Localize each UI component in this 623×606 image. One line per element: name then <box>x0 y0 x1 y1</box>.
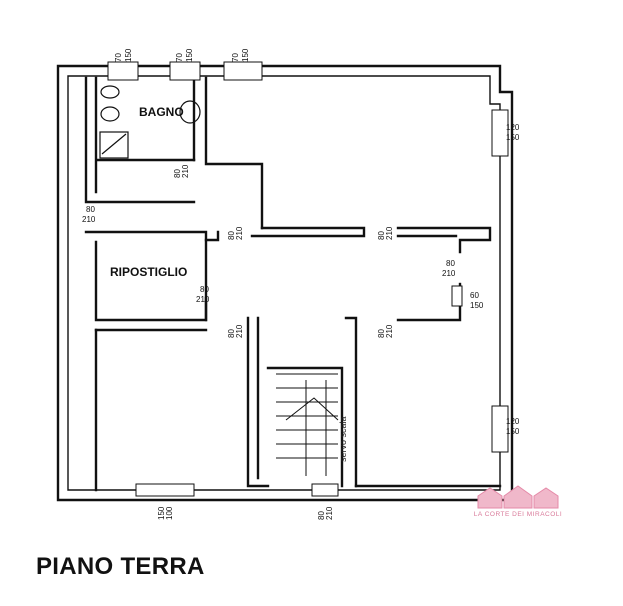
dim-right-small-window-a: 60 <box>470 291 479 300</box>
room-label-ripostiglio: RIPOSTIGLIO <box>110 265 187 279</box>
dim-bottom-door-a: 80 <box>317 511 326 520</box>
dim-right-small-window-b: 150 <box>470 301 484 310</box>
stairs <box>276 373 339 476</box>
dim-right-small-door-a: 80 <box>446 259 455 268</box>
dim-top-window-3-a: 70 <box>231 53 240 62</box>
dimension-labels: 70 150 70 150 70 150 120 150 120 150 80 … <box>82 48 520 520</box>
dim-right-window-bottom-b: 150 <box>506 427 520 436</box>
dim-lower-right-door-b: 210 <box>385 324 394 338</box>
dim-top-window-1-b: 150 <box>124 48 133 62</box>
dim-lower-right-door-a: 80 <box>377 329 386 338</box>
dim-corridor-door-left-a: 80 <box>227 231 236 240</box>
dim-bagno-door-a: 80 <box>173 169 182 178</box>
dim-ripostiglio-door-b: 210 <box>196 295 210 304</box>
dim-corridor-door-right-a: 80 <box>377 231 386 240</box>
room-label-servo-scala: servo scala <box>338 416 348 462</box>
dim-top-window-2-b: 150 <box>185 48 194 62</box>
fixtures <box>99 85 201 159</box>
dim-bottom-window-a: 150 <box>157 506 166 520</box>
dim-left-door-b: 210 <box>82 215 96 224</box>
logo-text: LA CORTE DEI MIRACOLI <box>473 511 563 518</box>
logo-houses <box>477 485 559 509</box>
dim-lower-left-door-a: 80 <box>227 329 236 338</box>
page-title: PIANO TERRA <box>36 553 205 580</box>
dim-bottom-window-b: 100 <box>165 506 174 520</box>
logo-icon <box>477 485 559 509</box>
room-label-bagno: BAGNO <box>139 105 184 119</box>
dim-right-window-top-b: 150 <box>506 133 520 142</box>
dim-right-window-bottom-a: 120 <box>506 417 520 426</box>
dim-lower-left-door-b: 210 <box>235 324 244 338</box>
dim-bagno-door-b: 210 <box>181 164 190 178</box>
dim-top-window-2-a: 70 <box>175 53 184 62</box>
room-labels: BAGNO RIPOSTIGLIO servo scala <box>110 105 348 462</box>
dim-top-window-3-b: 150 <box>241 48 250 62</box>
dim-top-window-1-a: 70 <box>114 53 123 62</box>
dim-corridor-door-right-b: 210 <box>385 226 394 240</box>
dim-right-small-door-b: 210 <box>442 269 456 278</box>
dim-bottom-door-b: 210 <box>325 506 334 520</box>
walls <box>56 64 514 502</box>
openings <box>107 61 509 497</box>
dim-corridor-door-left-b: 210 <box>235 226 244 240</box>
dim-ripostiglio-door-a: 80 <box>200 285 209 294</box>
dim-right-window-top-a: 120 <box>506 123 520 132</box>
dim-left-door-a: 80 <box>86 205 95 214</box>
